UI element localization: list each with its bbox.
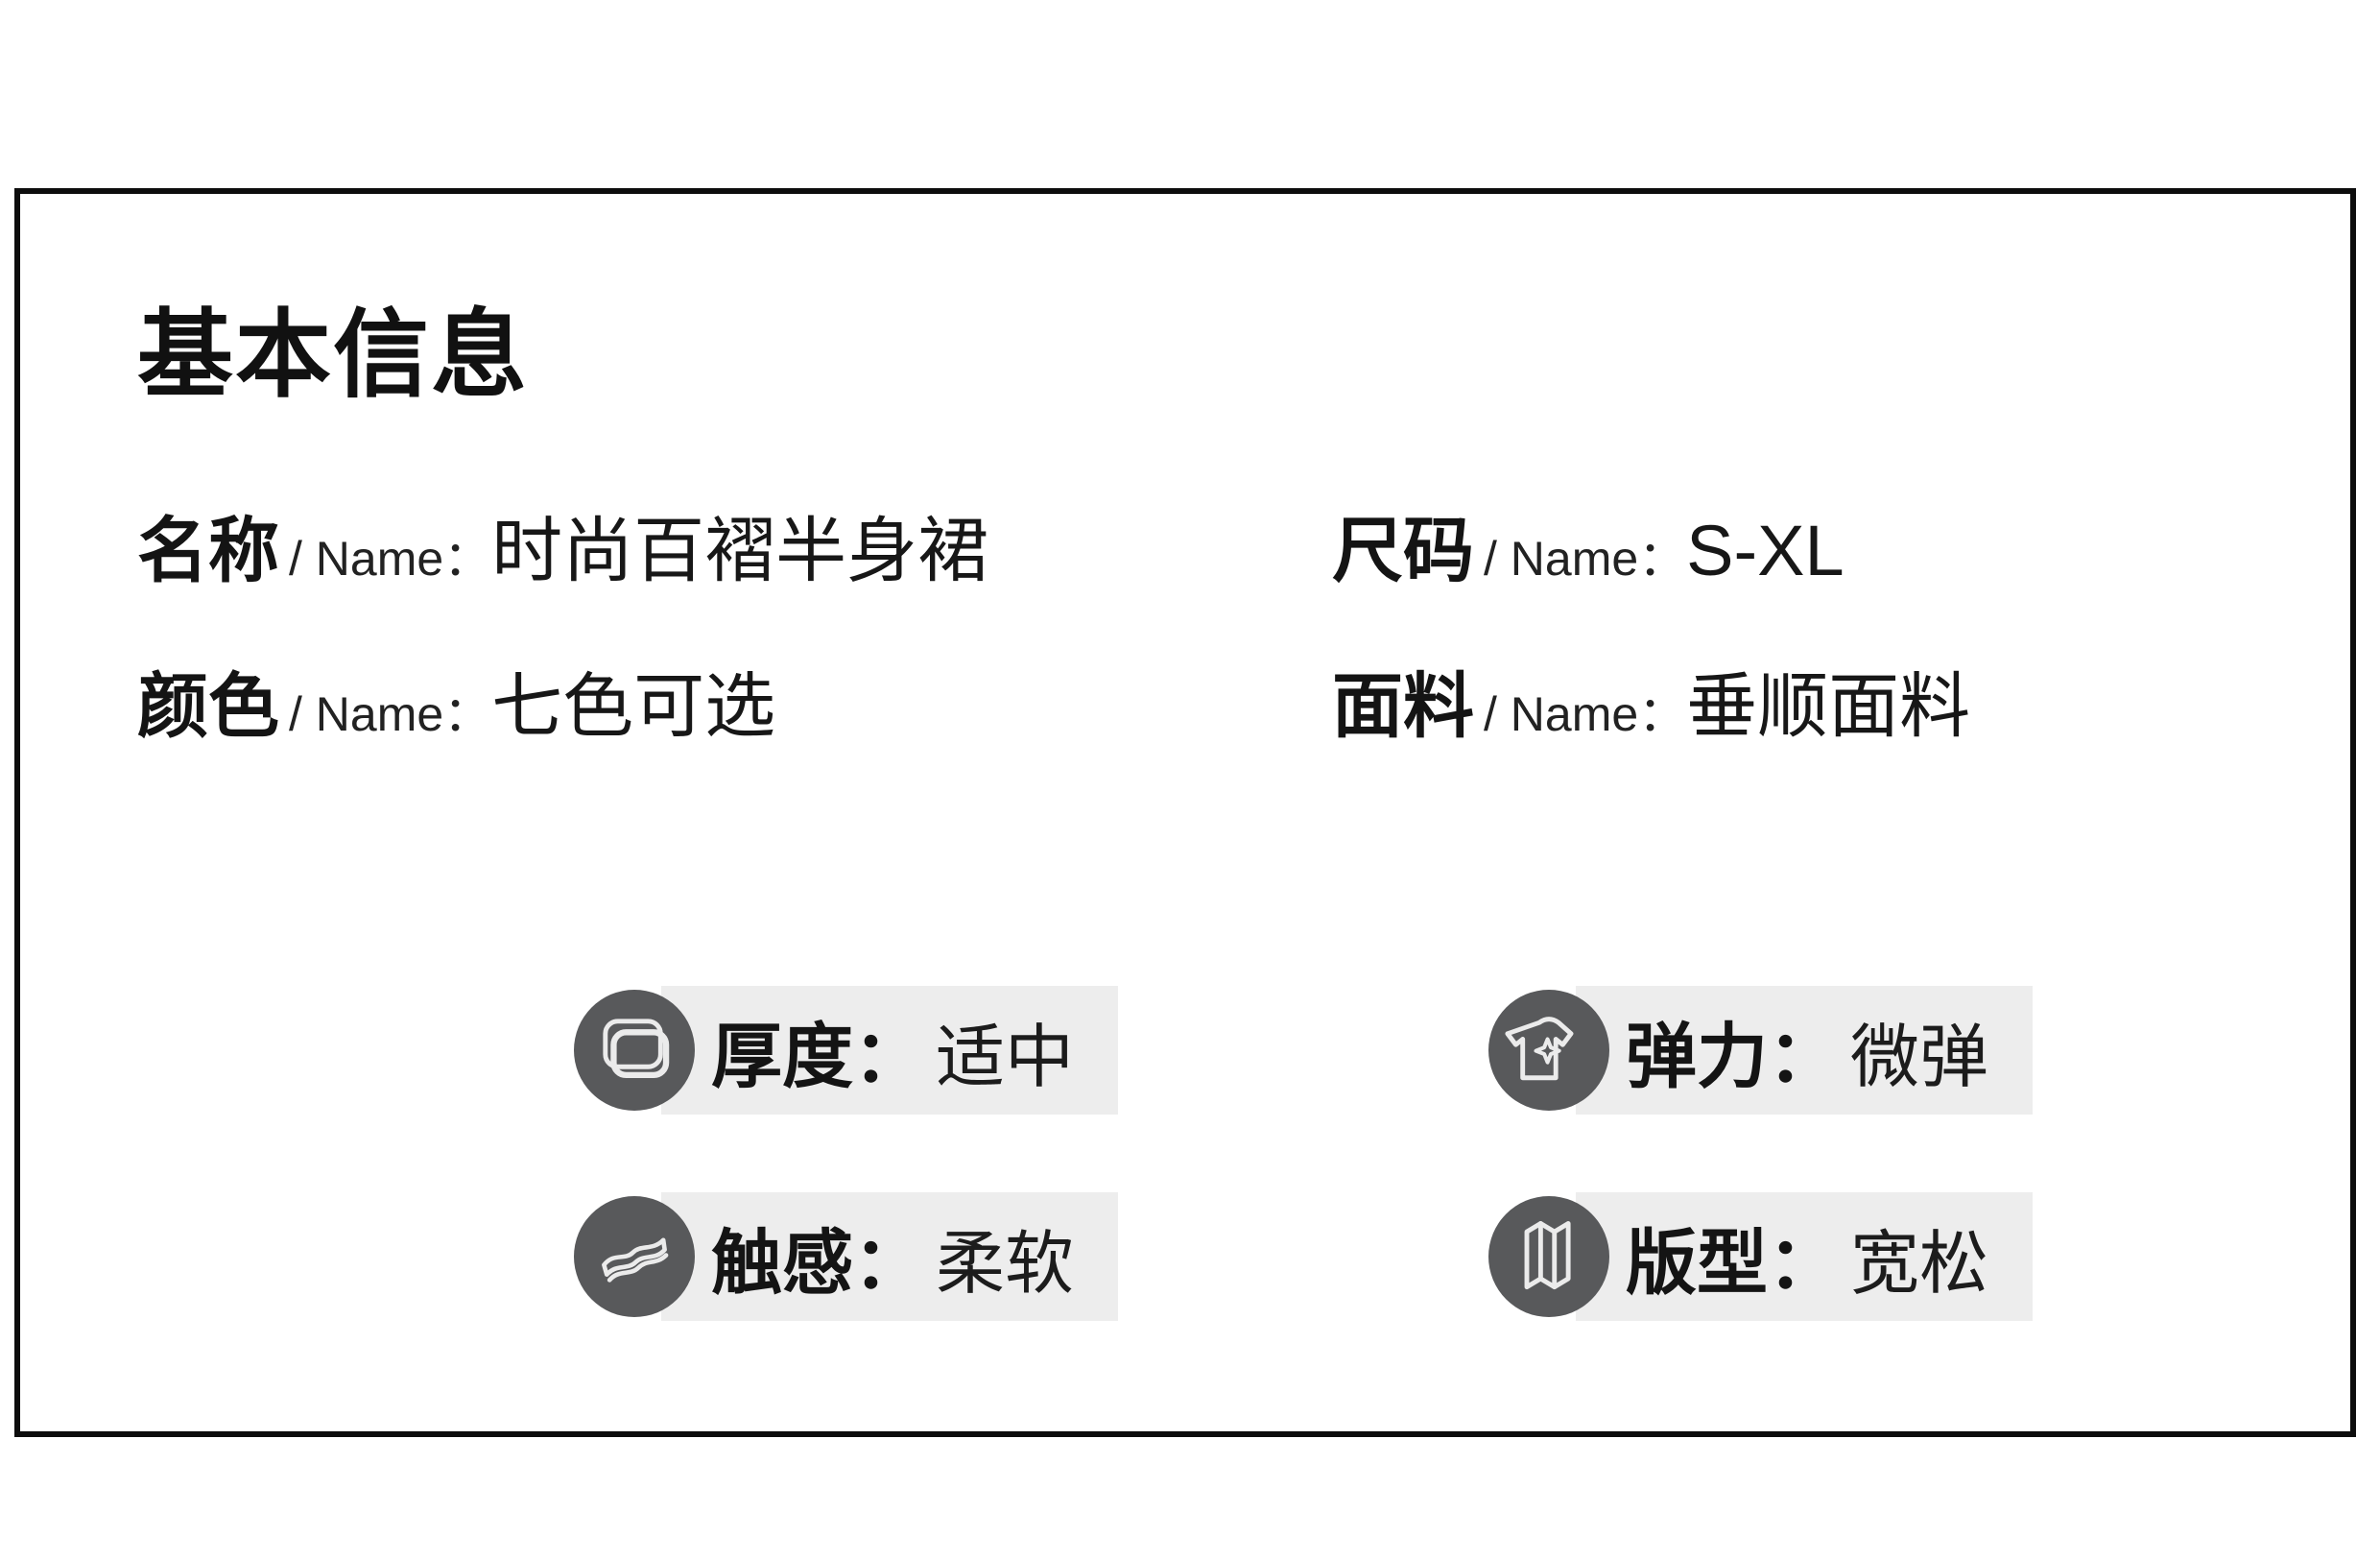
fabric-touch-icon [590,1212,678,1301]
badge-thickness-circle [574,990,695,1111]
field-size-sep: / Name： [1484,532,1687,586]
field-fabric: 面料/ Name：垂顺面料 [1332,660,2350,753]
badge-fit-label: 版型： [1626,1222,1839,1303]
field-color-value: 七色可选 [491,666,776,747]
badge-elasticity-value: 微弹 [1850,1019,1989,1096]
badge-fit-pill: 版型： 宽松 [1576,1192,2034,1321]
badge-thickness-label: 厚度： [711,1016,924,1096]
folded-map-icon [1505,1212,1593,1301]
field-size: 尺码/ Name：S-XL [1332,505,2350,597]
field-name: 名称/ Name：时尚百褶半身裙 [137,505,1332,597]
tshirt-star-icon [1505,1006,1593,1094]
badge-thickness-value: 适中 [936,1019,1075,1096]
badge-thickness-pill: 厚度： 适中 [661,986,1119,1115]
badge-elasticity-label: 弹力： [1626,1016,1839,1096]
field-name-label: 名称 [137,511,279,590]
badge-fit: 版型： 宽松 [1488,1192,2034,1321]
basic-info-card: 基本信息 名称/ Name：时尚百褶半身裙 尺码/ Name：S-XL 颜色/ … [14,188,2356,1437]
badge-touch-label: 触感： [711,1222,924,1303]
field-fabric-label: 面料 [1332,666,1474,747]
badge-fit-value: 宽松 [1850,1225,1989,1303]
field-color-sep: / Name： [289,687,492,742]
badge-touch-value: 柔软 [936,1225,1075,1303]
card-title: 基本信息 [137,301,529,409]
field-color: 颜色/ Name：七色可选 [137,660,1332,753]
field-name-value: 时尚百褶半身裙 [491,511,989,590]
field-size-value: S-XL [1686,511,1844,590]
badge-elasticity-pill: 弹力： 微弹 [1576,986,2034,1115]
thickness-layers-icon [590,1006,678,1094]
field-color-label: 颜色 [137,666,279,747]
field-size-label: 尺码 [1332,511,1474,590]
badge-touch: 触感： 柔软 [574,1192,1119,1321]
field-fabric-sep: / Name： [1484,687,1687,742]
badge-touch-circle [574,1196,695,1317]
fields-grid: 名称/ Name：时尚百褶半身裙 尺码/ Name：S-XL 颜色/ Name：… [137,505,2350,753]
badge-elasticity: 弹力： 微弹 [1488,986,2034,1115]
field-fabric-value: 垂顺面料 [1686,666,1971,747]
badge-elasticity-circle [1488,990,1609,1111]
badge-touch-pill: 触感： 柔软 [661,1192,1119,1321]
badge-thickness: 厚度： 适中 [574,986,1119,1115]
badge-fit-circle [1488,1196,1609,1317]
field-name-sep: / Name： [289,532,492,586]
